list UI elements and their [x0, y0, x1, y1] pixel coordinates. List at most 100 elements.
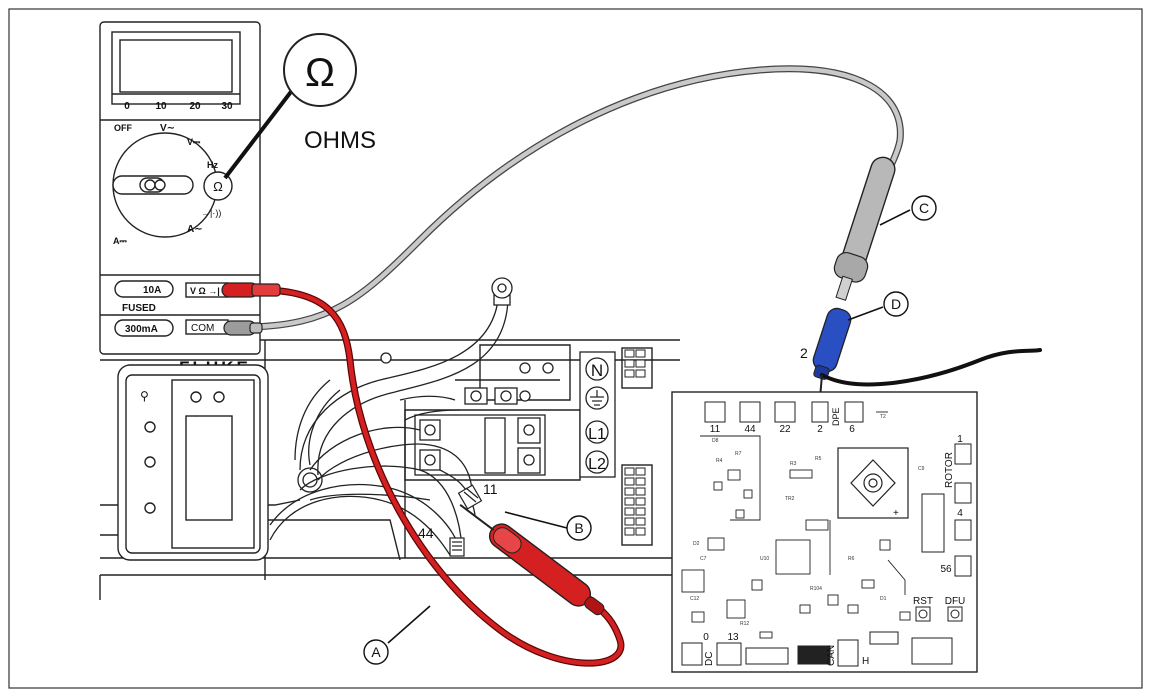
diode-icon: →|·)) — [201, 208, 221, 218]
marker-a: A — [371, 644, 381, 660]
gray-test-lead — [246, 65, 904, 331]
usb-icon: ⚲ — [140, 389, 149, 403]
red-probe — [459, 504, 605, 616]
dial-a-ac: A∼ — [187, 224, 203, 235]
gray-test-lead-fill — [247, 66, 903, 330]
meter-holster — [117, 364, 269, 561]
svg-text:R4: R4 — [716, 458, 723, 464]
wire-11-label: 11 — [483, 481, 498, 497]
board-can: CAN — [826, 645, 837, 666]
rectifier-plus: + — [893, 508, 899, 519]
red-test-lead — [256, 286, 625, 667]
marker-b: B — [574, 520, 583, 536]
gray-probe — [833, 156, 896, 301]
scale-0: 0 — [124, 101, 130, 112]
ohms-callout-circle — [283, 33, 357, 107]
svg-text:D8: D8 — [712, 438, 719, 444]
jack-10a: 10A — [143, 285, 161, 296]
board-components — [681, 411, 911, 639]
board-t6: 6 — [849, 424, 855, 435]
dial-v-dc: V⎓ — [187, 137, 201, 147]
terminal-n-label: N — [591, 361, 603, 380]
board-t13: 13 — [727, 632, 739, 643]
v-ohm-plug — [221, 282, 281, 298]
board-t4: 4 — [957, 508, 963, 519]
board-t56: 56 — [940, 564, 952, 575]
board-top-terminals — [704, 401, 864, 423]
svg-text:R3: R3 — [790, 461, 797, 467]
terminal-l2-label: L2 — [588, 456, 606, 473]
board-t2: 2 — [817, 424, 823, 435]
board-t11: 11 — [710, 424, 721, 435]
ground-symbol-icon — [590, 390, 604, 406]
svg-text:R5: R5 — [815, 456, 822, 462]
board-dc: DC — [704, 652, 715, 666]
blue-connector — [812, 307, 852, 380]
svg-text:D1: D1 — [880, 596, 887, 602]
terminal-l1-label: L1 — [588, 426, 606, 443]
svg-text:C12: C12 — [690, 596, 699, 602]
jack-com: COM — [191, 323, 214, 334]
dial-off: OFF — [114, 123, 132, 133]
marker-c-circle — [911, 195, 937, 221]
svg-text:R7: R7 — [735, 451, 742, 457]
board-silkscreen: D8 R4 R7 R3 R5 D2 C7 U10 R104 R6 C12 R12… — [690, 414, 925, 627]
diagram-frame — [8, 8, 1143, 689]
power-terminals — [579, 351, 616, 478]
svg-text:R104: R104 — [810, 586, 822, 592]
contactor-block — [380, 352, 554, 476]
dial-a-dc: A⎓ — [113, 236, 127, 246]
multimeter-body — [99, 21, 261, 355]
marker-d: D — [891, 296, 901, 312]
dial-hz: Hz — [207, 160, 218, 170]
callout-leader — [223, 78, 302, 180]
marker-c: C — [919, 200, 929, 216]
internal-wires — [269, 299, 509, 556]
scale-10: 10 — [155, 101, 167, 112]
board-bottom-connectors — [681, 631, 953, 667]
ring-terminal — [491, 277, 513, 306]
wire-11-end — [457, 484, 483, 510]
ohms-callout-text: OHMS — [304, 127, 376, 154]
svg-text:T2: T2 — [880, 414, 886, 420]
board-t0: 0 — [703, 632, 709, 643]
jack-v-ohm: V Ω →| — [190, 286, 220, 296]
ohms-callout-symbol: Ω — [305, 51, 335, 95]
svg-text:C9: C9 — [918, 466, 925, 472]
board-right-terminals — [921, 443, 972, 577]
svg-text:R12: R12 — [740, 621, 749, 627]
board-dpe: DPE — [831, 407, 841, 426]
board-rst: RST — [913, 596, 933, 607]
wire-44-end — [449, 537, 465, 557]
black-wire — [820, 348, 1042, 387]
marker-d-circle — [883, 291, 909, 317]
scale-20: 20 — [189, 101, 201, 112]
svg-text:R6: R6 — [848, 556, 855, 562]
jack-300ma: 300mA — [125, 324, 158, 335]
svg-text:C7: C7 — [700, 556, 707, 562]
board-rotor: ROTOR — [944, 452, 955, 488]
marker-leaders — [387, 209, 911, 644]
bridge-rectifier — [837, 447, 909, 519]
terminal-strip — [624, 349, 646, 536]
red-test-lead-fill — [257, 287, 624, 666]
board-t44: 44 — [744, 424, 756, 435]
marker-a-circle — [363, 639, 389, 665]
marker-b-circle — [566, 515, 592, 541]
svg-text:D2: D2 — [693, 541, 700, 547]
svg-text:U10: U10 — [760, 556, 769, 562]
board-dfu: DFU — [945, 596, 966, 607]
board-h: H — [862, 656, 869, 667]
board-buttons — [915, 606, 963, 622]
dial-v-ac: V∼ — [160, 123, 175, 134]
board-t22: 22 — [779, 424, 791, 435]
scale-30: 30 — [221, 101, 233, 112]
dial-ohm: Ω — [213, 179, 223, 194]
wire-44-label: 44 — [418, 525, 434, 541]
board-t1: 1 — [957, 434, 963, 445]
svg-text:TR2: TR2 — [785, 496, 795, 502]
pin-2-label: 2 — [800, 345, 808, 361]
com-plug — [223, 320, 263, 336]
jack-fused: FUSED — [122, 303, 156, 314]
